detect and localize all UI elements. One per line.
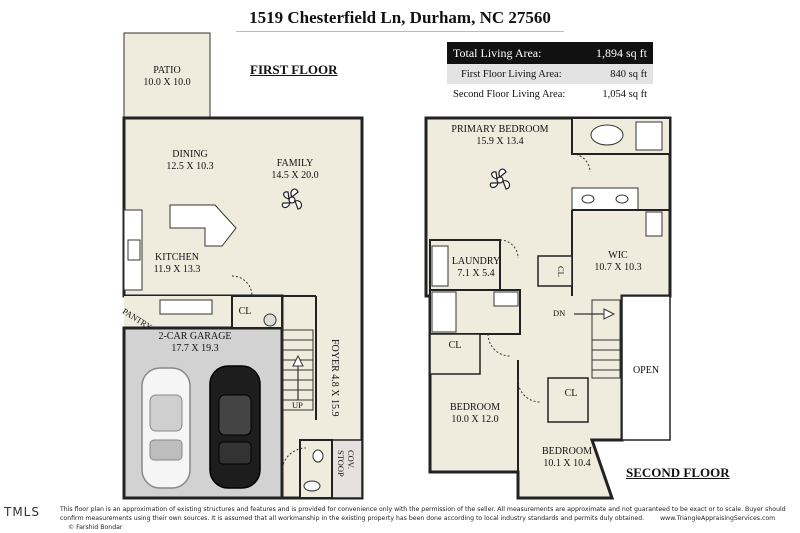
room-foyer: FOYER 4.8 X 15.9: [328, 338, 340, 418]
room-name: FOYER: [329, 339, 340, 373]
stairs-up-label: UP: [292, 400, 303, 410]
room-wic-closet: CL: [556, 266, 566, 277]
total-area-label: Total Living Area:: [453, 45, 542, 60]
room-stoop: COV. STOOP: [336, 450, 356, 477]
first-floor-stairs: [282, 329, 314, 411]
room-kitchen: KITCHEN 11.9 X 13.3: [142, 252, 212, 276]
room-primary-bedroom: PRIMARY BEDROOM 15.9 X 13.4: [440, 124, 560, 148]
room-dims: 12.5 X 10.3: [166, 161, 214, 172]
room-family: FAMILY 14.5 X 20.0: [255, 158, 335, 182]
room-name: DINING: [172, 149, 208, 160]
room-name: KITCHEN: [155, 252, 199, 263]
room-dims: 17.7 X 19.3: [171, 343, 219, 354]
first-floor-area-row: First Floor Living Area: 840 sq ft: [447, 64, 653, 84]
open-area: [621, 295, 671, 441]
second-floor-area-label: Second Floor Living Area:: [453, 88, 566, 100]
website-link[interactable]: www.TriangleAppraisingServices.com: [660, 515, 776, 522]
kitchen-counters: [123, 204, 237, 315]
ceiling-fan-icon: [489, 168, 511, 190]
room-garage: 2-CAR GARAGE 17.7 X 19.3: [140, 331, 250, 355]
second-floor-label: SECOND FLOOR: [626, 465, 730, 480]
second-floor-area-row: Second Floor Living Area: 1,054 sq ft: [447, 84, 653, 104]
room-name: LAUNDRY: [451, 256, 501, 267]
second-floor-area-value: 1,054 sq ft: [602, 88, 647, 100]
room-dims: 10.7 X 10.3: [594, 262, 642, 273]
first-floor-label: FIRST FLOOR: [250, 62, 338, 77]
room-dims: 7.1 X 5.4: [457, 268, 495, 279]
room-bedroom-2: BEDROOM 10.1 X 10.4: [532, 446, 602, 470]
room-dims: 11.9 X 13.3: [153, 264, 201, 275]
room-wic: WIC 10.7 X 10.3: [586, 250, 650, 274]
room-laundry: LAUNDRY 7.1 X 5.4: [446, 256, 506, 280]
disclaimer-body: This floor plan is an approximation of e…: [60, 506, 786, 522]
room-name: BEDROOM: [541, 446, 592, 457]
room-patio: PATIO 10.0 X 10.0: [130, 65, 204, 89]
patio-area: [123, 32, 211, 119]
page-title: 1519 Chesterfield Ln, Durham, NC 27560: [249, 8, 551, 27]
room-name: PRIMARY BEDROOM: [451, 124, 549, 135]
room-name: 2-CAR GARAGE: [158, 331, 232, 342]
first-floor-area-value: 840 sq ft: [610, 68, 647, 80]
room-dims: 10.0 X 12.0: [451, 414, 499, 425]
room-bedroom-1: BEDROOM 10.0 X 12.0: [440, 402, 510, 426]
total-area-value: 1,894 sq ft: [596, 45, 647, 60]
room-dining: DINING 12.5 X 10.3: [150, 149, 230, 173]
room-name: WIC: [608, 250, 628, 261]
living-area-table: Total Living Area: 1,894 sq ft First Flo…: [447, 42, 653, 104]
title-divider: [236, 31, 564, 32]
first-floor-area-label: First Floor Living Area:: [461, 68, 562, 80]
room-name: BEDROOM: [449, 402, 500, 413]
room-dims: 10.1 X 10.4: [543, 458, 591, 469]
room-dims: 10.0 X 10.0: [143, 77, 191, 88]
room-dims: 4.8 X 15.9: [329, 374, 340, 417]
room-closet: CL: [238, 306, 252, 317]
room-open: OPEN: [632, 365, 660, 376]
room-bedroom-closet: CL: [448, 340, 462, 351]
room-dims: 14.5 X 20.0: [271, 170, 319, 181]
total-area-row: Total Living Area: 1,894 sq ft: [447, 42, 653, 64]
room-name: FAMILY: [276, 158, 314, 169]
second-floor-stairs: [574, 299, 621, 379]
ceiling-fan-icon: [281, 188, 303, 210]
room-dims: 15.9 X 13.4: [476, 136, 524, 147]
car-icon-white: [141, 367, 191, 489]
car-icon-black: [209, 365, 261, 489]
disclaimer-text: This floor plan is an approximation of e…: [60, 505, 790, 532]
stairs-down-label: DN: [553, 308, 566, 318]
tmls-logo: TMLS: [4, 505, 40, 519]
stoop-area: [331, 439, 363, 499]
room-name: PATIO: [153, 65, 181, 76]
copyright-text: © Farshid Bondar: [68, 524, 123, 531]
room-bedroom-2-closet: CL: [564, 388, 578, 399]
